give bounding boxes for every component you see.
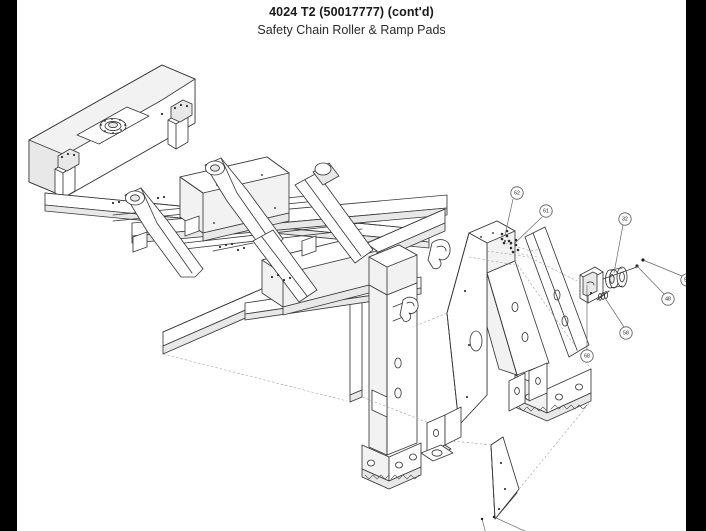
callout-36[interactable]: 36: [481, 518, 499, 531]
callout-58[interactable]: 58: [604, 297, 633, 340]
callout-label: 68: [584, 353, 590, 359]
chain-hardware-cluster-61: [509, 238, 520, 254]
ramp-pad-bracket-left: [420, 406, 462, 462]
hydraulic-filter-right: [160, 99, 193, 150]
tank-flange-bolt-circle: [99, 118, 127, 134]
callout-layer: 62 61 32 56: [481, 186, 686, 531]
ramp-pad-bracket-right: [508, 362, 548, 412]
lift-arm-left: [124, 187, 204, 278]
roller-fastener-stack: [596, 290, 610, 301]
callout-label: 32: [622, 216, 628, 222]
safety-chain-hook-right: [427, 239, 451, 270]
callout-label: 62: [514, 190, 520, 196]
callout-48[interactable]: 48: [636, 265, 675, 306]
page-title: 4024 T2 (50017777) (cont'd): [269, 5, 434, 19]
callout-62[interactable]: 62: [504, 186, 524, 236]
callout-61[interactable]: 61: [513, 204, 553, 245]
callout-label: 58: [623, 330, 629, 336]
chain-roller-sheave: [605, 266, 628, 289]
safety-chain-hook-left: [399, 296, 419, 322]
projection-lines: [162, 242, 592, 490]
leader-endpoints: [480, 258, 645, 521]
frame-hardware-cluster-a: [212, 242, 254, 252]
callout-68[interactable]: 68: [580, 285, 594, 363]
callout-56[interactable]: 56: [642, 259, 686, 287]
outrigger-leg-left: [361, 244, 422, 490]
callout-32[interactable]: 32: [613, 212, 632, 274]
roller-mount-bracket: [579, 266, 604, 304]
callout-label: 48: [665, 296, 671, 302]
page-sheet: 4024 T2 (50017777) (cont'd) Safety Chain…: [17, 0, 686, 531]
frame-hardware-cluster-c: [111, 195, 166, 205]
page-subtitle: Safety Chain Roller & Ramp Pads: [257, 23, 446, 37]
hydraulic-cylinder-lower: [252, 229, 318, 303]
hydraulic-filter-left: [54, 148, 80, 199]
callout-20[interactable]: 20: [493, 516, 553, 531]
hydraulic-cylinder-upper: [294, 162, 374, 264]
callout-label: 61: [543, 208, 549, 214]
chain-hardware-cluster-62: [500, 229, 511, 245]
parts-diagram: 62 61 32 56: [17, 45, 686, 531]
frame-hardware-cluster-b: [270, 273, 292, 282]
ramp-pad-detached: [490, 436, 520, 520]
title-block: 4024 T2 (50017777) (cont'd) Safety Chain…: [17, 0, 686, 39]
frame-bracket-set: [132, 215, 317, 257]
callout-label: 56: [684, 277, 686, 283]
ramp-pad-center: [446, 232, 488, 426]
